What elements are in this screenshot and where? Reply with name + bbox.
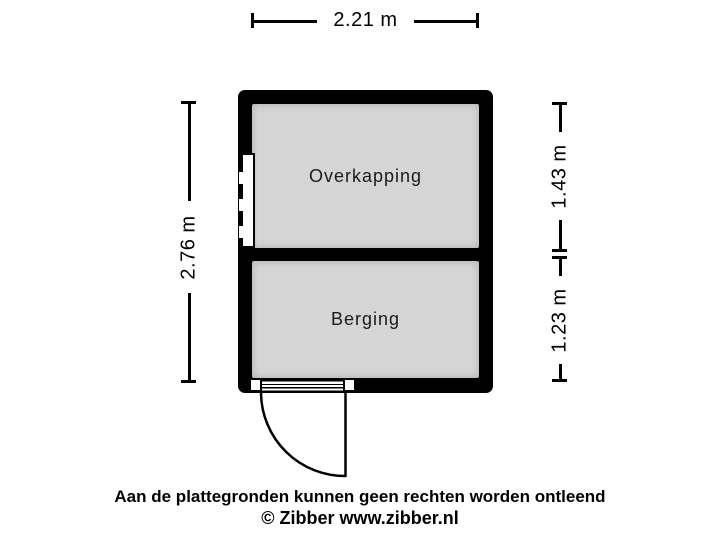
dimension-value-left: 2.76 m [178, 214, 200, 280]
dimension-tick-top-left [251, 13, 254, 28]
dimension-label-right-bottom: 1.23 m [545, 276, 576, 364]
dimension-value-right-top: 1.43 m [549, 143, 571, 209]
dimension-value-top: 2.21 m [333, 8, 398, 31]
room-label-berging: Berging [330, 309, 401, 329]
floorplan: Overkapping Berging [238, 90, 493, 393]
dimension-value-right-bottom: 1.23 m [549, 287, 571, 353]
dimension-tick-left-bottom [181, 380, 196, 383]
room-berging: Berging [252, 261, 479, 378]
dimension-label-right-top: 1.43 m [545, 132, 576, 220]
window-mullion-icon [239, 226, 247, 238]
dimension-tick-right-top-1 [552, 102, 567, 105]
footer-copyright: © Zibber www.zibber.nl [261, 508, 459, 528]
window-mullion-icon [239, 172, 247, 184]
dimension-tick-left-top [181, 101, 196, 104]
dimension-tick-right-top-2 [552, 249, 567, 252]
door-post-right-icon [343, 378, 356, 392]
door-post-left-icon [249, 378, 262, 392]
dimension-label-top: 2.21 m [317, 6, 414, 34]
room-label-overkapping: Overkapping [308, 165, 423, 186]
dimension-label-left: 2.76 m [174, 201, 205, 293]
dimension-tick-right-bottom-2 [552, 379, 567, 382]
window-mullion-icon [239, 199, 247, 211]
footer-disclaimer: Aan de plattegronden kunnen geen rechten… [114, 487, 606, 506]
dimension-tick-top-right [476, 13, 479, 28]
door-threshold-icon [262, 380, 343, 392]
room-overkapping: Overkapping [252, 104, 479, 248]
dimension-tick-right-bottom-1 [552, 256, 567, 259]
